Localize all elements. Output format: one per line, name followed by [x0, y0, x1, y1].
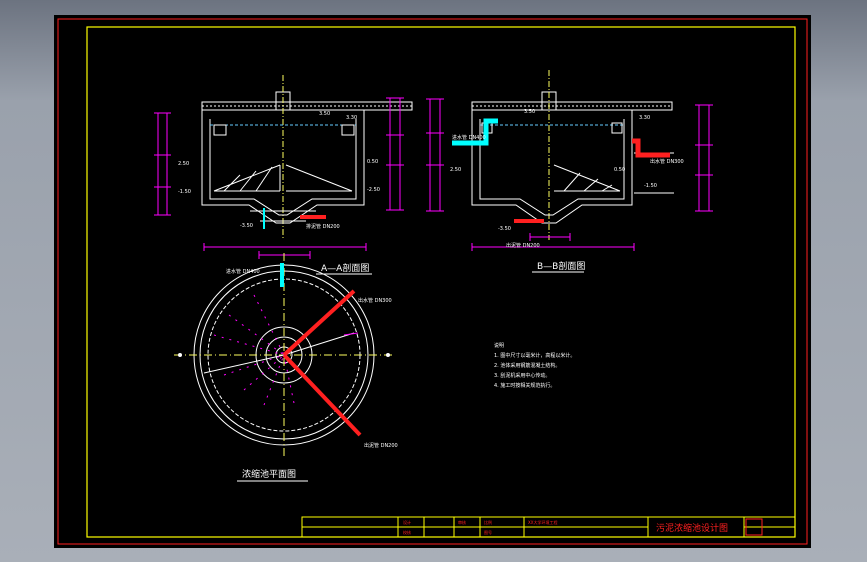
- svg-text:-1.50: -1.50: [644, 183, 657, 189]
- section-bb: [471, 70, 674, 240]
- section-aa: [201, 75, 413, 240]
- svg-text:图号: 图号: [484, 529, 492, 535]
- drawing-canvas: A—A剖面图 3.50 3.30 2.50 0.50 -1.50 -2.50 -…: [57, 18, 808, 545]
- svg-text:3.50: 3.50: [319, 111, 330, 117]
- svg-text:出水管 DN300: 出水管 DN300: [358, 297, 392, 304]
- design-notes: 说明 1. 图中尺寸以毫米计，高程以米计。 2. 池体采用钢筋混凝土结构。 3.…: [494, 342, 575, 389]
- svg-text:出泥管 DN200: 出泥管 DN200: [506, 242, 540, 249]
- section-markers: [178, 353, 390, 357]
- svg-text:比例: 比例: [484, 519, 492, 525]
- drawing-sheet[interactable]: A—A剖面图 3.50 3.30 2.50 0.50 -1.50 -2.50 -…: [54, 15, 811, 548]
- bb-sludge-pipe: [514, 219, 544, 223]
- svg-text:-3.50: -3.50: [498, 226, 511, 232]
- plan-labels: 进水管 DN400 出水管 DN300 出泥管 DN200: [226, 268, 398, 449]
- svg-text:0.50: 0.50: [614, 167, 625, 173]
- svg-text:3.30: 3.30: [346, 115, 357, 121]
- title-block-cells: 设计 校核 审核 比例 图号 XX大学环境工程: [403, 519, 557, 535]
- svg-text:设计: 设计: [403, 519, 411, 525]
- svg-text:进水管 DN400: 进水管 DN400: [226, 268, 260, 275]
- svg-text:-3.50: -3.50: [240, 223, 253, 229]
- svg-text:说明: 说明: [494, 342, 504, 349]
- aa-sludge-pipe: [300, 215, 326, 219]
- svg-text:2.50: 2.50: [178, 161, 189, 167]
- svg-text:3.30: 3.30: [639, 115, 650, 121]
- svg-text:-1.50: -1.50: [178, 189, 191, 195]
- svg-text:2.50: 2.50: [450, 167, 461, 173]
- svg-text:排泥管 DN200: 排泥管 DN200: [306, 223, 340, 230]
- drawing-frame: [86, 26, 796, 538]
- svg-text:-2.50: -2.50: [367, 187, 380, 193]
- svg-text:审核: 审核: [458, 519, 466, 525]
- svg-text:3.50: 3.50: [524, 109, 535, 115]
- section-aa-title: A—A剖面图: [321, 262, 369, 274]
- aa-dimensions: [154, 97, 404, 259]
- bb-inlet-pipe: [452, 118, 498, 146]
- drawing-title: 污泥浓缩池设计图: [656, 522, 728, 534]
- svg-text:0.50: 0.50: [367, 159, 378, 165]
- svg-text:校核: 校核: [403, 529, 411, 535]
- svg-text:出泥管 DN200: 出泥管 DN200: [364, 442, 398, 449]
- outer-border: [57, 18, 808, 545]
- svg-text:4. 施工时按相关规范执行。: 4. 施工时按相关规范执行。: [494, 382, 555, 389]
- plan-overflow-pipe: [282, 289, 356, 357]
- svg-text:XX大学环境工程: XX大学环境工程: [528, 519, 557, 525]
- svg-text:2. 池体采用钢筋混凝土结构。: 2. 池体采用钢筋混凝土结构。: [494, 362, 560, 369]
- svg-text:3. 刮泥机采用中心传动。: 3. 刮泥机采用中心传动。: [494, 372, 550, 379]
- bb-dimensions: [426, 98, 713, 251]
- bb-level-labels: 3.50 3.30 2.50 0.50 -1.50 -3.50 出泥管 DN20…: [450, 109, 684, 249]
- svg-text:1. 图中尺寸以毫米计，高程以米计。: 1. 图中尺寸以毫米计，高程以米计。: [494, 352, 575, 359]
- plan-sludge-pipe: [282, 353, 362, 437]
- plan-title: 浓缩池平面图: [242, 468, 296, 480]
- title-block: [301, 516, 796, 538]
- bb-overflow-pipe: [632, 138, 670, 158]
- aa-level-labels: 3.50 3.30 2.50 0.50 -1.50 -2.50 -3.50 排泥…: [178, 111, 380, 230]
- svg-text:进水管 DN400: 进水管 DN400: [452, 134, 486, 141]
- section-bb-title: B—B剖面图: [537, 260, 585, 272]
- svg-text:出水管 DN300: 出水管 DN300: [650, 158, 684, 165]
